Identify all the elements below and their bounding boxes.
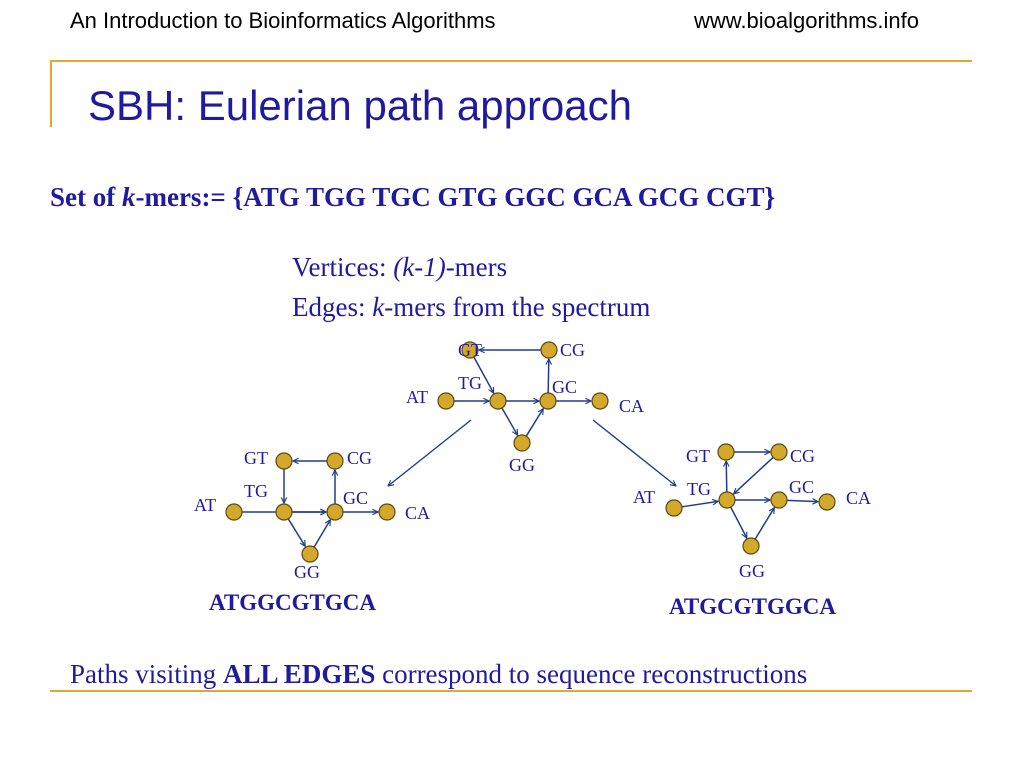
edge-right-cg-tg (734, 456, 774, 493)
node-label-top-gt: GT (458, 340, 482, 360)
node-label-left-gg: GG (294, 562, 320, 582)
node-right-ca (818, 493, 836, 511)
node-label-left-cg: CG (347, 448, 372, 468)
edges-suffix: -mers from the spectrum (384, 292, 651, 322)
edge-top-gg-gc (525, 409, 543, 437)
kmer-set-list: -mers:= {ATG TGG TGC GTG GGC GCA GCG CGT… (135, 182, 776, 212)
node-right-at (665, 499, 683, 517)
branch-arrow-left (388, 419, 472, 486)
footer-statement: Paths visiting ALL EDGES correspond to s… (70, 659, 807, 690)
node-right-cg (770, 443, 788, 461)
node-label-left-at: AT (194, 495, 216, 515)
slide-title: SBH: Eulerian path approach (88, 82, 633, 129)
graph-node-labels: GT CG TG GC AT CA GG GT CG TG GC AT CA GG GT CG TG GC AT CA… (194, 340, 871, 582)
node-left-gg (301, 545, 319, 563)
node-right-gt (717, 443, 735, 461)
node-right-gc (770, 491, 788, 509)
node-label-top-gg: GG (509, 455, 535, 475)
edge-right-gg-gc (754, 508, 774, 540)
node-label-left-tg: TG (244, 481, 268, 501)
title-side-bar (50, 60, 52, 127)
node-label-right-gg: GG (739, 561, 765, 581)
sequence-right: ATGCGTGGCA (669, 594, 836, 619)
vertices-suffix: -mers (445, 252, 508, 282)
node-label-right-ca: CA (846, 488, 871, 508)
node-label-right-cg: CG (790, 446, 815, 466)
node-label-top-gc: GC (552, 377, 577, 397)
edge-right-tg-gt (726, 461, 727, 493)
edges-label: Edges: (292, 292, 373, 322)
node-left-at (225, 503, 243, 521)
footer-rule (50, 690, 972, 692)
vertices-label: Vertices: (292, 252, 394, 282)
sequence-left: ATGGCGTGCA (209, 590, 376, 615)
node-top-cg (540, 341, 558, 359)
node-label-right-gc: GC (789, 477, 814, 497)
vertices-paren: ( (393, 252, 403, 282)
kmer-set-line: Set of k-mers:= {ATG TGG TGC GTG GGC GCA… (50, 182, 775, 213)
node-top-gc (539, 392, 557, 410)
graph-edges (242, 350, 818, 548)
branch-arrows (388, 419, 676, 486)
footer-all-edges: ALL EDGES (223, 659, 376, 689)
node-label-right-gt: GT (686, 446, 710, 466)
edge-left-gg-gc (313, 520, 332, 548)
node-top-ca (591, 392, 609, 410)
footer-suffix: correspond to sequence reconstructions (375, 659, 808, 689)
edge-top-gc-cg (548, 359, 549, 394)
header-course-title: An Introduction to Bioinformatics Algori… (70, 8, 496, 33)
node-label-left-ca: CA (405, 503, 430, 523)
node-left-gc (326, 503, 344, 521)
node-label-top-at: AT (406, 387, 428, 407)
node-top-at (437, 392, 455, 410)
node-left-tg (275, 503, 293, 521)
node-left-gt (275, 452, 293, 470)
title-rule (50, 60, 972, 62)
kmer-set-prefix: Set of (50, 182, 122, 212)
node-top-gg (513, 434, 531, 452)
node-left-cg (326, 452, 344, 470)
graph-nodes (225, 341, 836, 563)
branch-arrow-right (592, 419, 676, 486)
edge-top-gt-tg (473, 356, 495, 393)
edge-left-tg-gg (287, 518, 305, 547)
header-website: www.bioalgorithms.info (694, 8, 919, 33)
node-label-right-tg: TG (687, 479, 711, 499)
node-label-top-ca: CA (619, 396, 644, 416)
vertices-k: k-1) (402, 252, 446, 282)
footer-prefix: Paths visiting (70, 659, 224, 689)
node-label-top-tg: TG (458, 373, 482, 393)
kmer-set-k: k (121, 182, 136, 212)
node-label-left-gc: GC (343, 488, 368, 508)
node-left-ca (378, 503, 396, 521)
edge-right-gc-ca (786, 500, 818, 501)
node-label-right-at: AT (633, 487, 655, 507)
node-label-left-gt: GT (244, 448, 268, 468)
edge-right-at-tg (681, 501, 718, 508)
edge-top-tg-gg (501, 407, 519, 435)
edge-right-tg-gg (730, 506, 748, 538)
vertices-definition: Vertices: (k-1)-mers (292, 252, 507, 283)
edges-k: k (372, 292, 385, 322)
node-right-gg (742, 537, 760, 555)
node-label-top-cg: CG (560, 340, 585, 360)
edges-definition: Edges: k-mers from the spectrum (292, 292, 650, 323)
node-top-tg (489, 392, 507, 410)
node-top-gt (461, 341, 479, 359)
node-right-tg (718, 491, 736, 509)
